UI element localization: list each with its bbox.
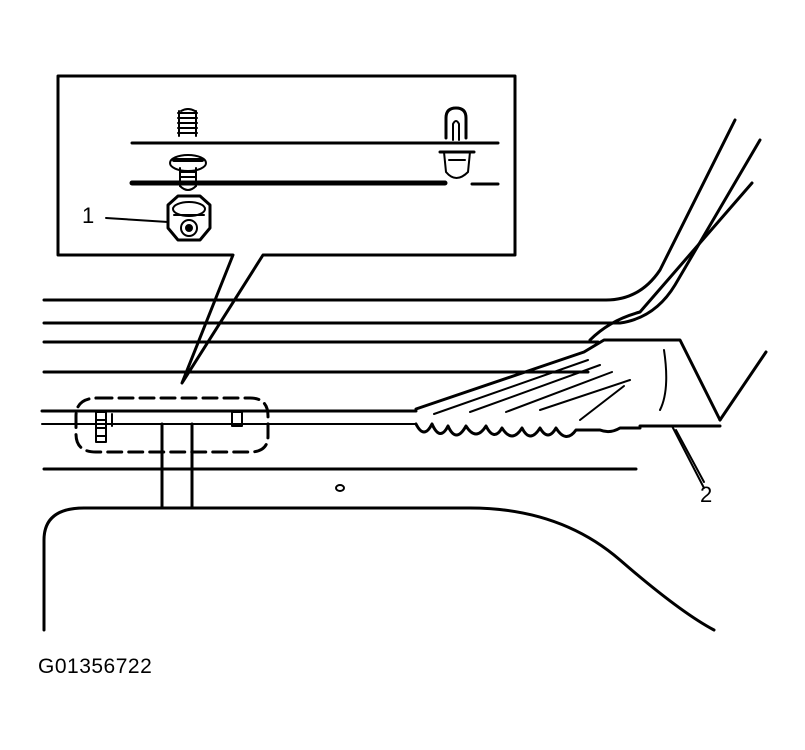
trim-panel	[42, 118, 762, 374]
small-mark	[335, 484, 345, 492]
window-opening	[42, 506, 716, 632]
panel-line-1	[42, 118, 737, 302]
callout-2: 2	[700, 482, 713, 507]
clip	[438, 106, 476, 179]
callout-1: 1	[82, 203, 95, 228]
panel-edge-right	[588, 181, 754, 342]
stud-bolt	[169, 108, 207, 191]
figure-id: G01356722	[38, 655, 153, 678]
weatherstrip	[40, 338, 768, 489]
zone-fasteners	[95, 411, 243, 443]
detail-zone	[74, 396, 270, 454]
inset-frame	[56, 74, 517, 385]
nut	[166, 194, 212, 242]
panel-line-2	[42, 138, 762, 325]
support-bracket	[160, 422, 194, 509]
detail-inset	[56, 74, 517, 385]
leader-line-2	[675, 429, 705, 483]
leader-line-1	[105, 217, 169, 223]
